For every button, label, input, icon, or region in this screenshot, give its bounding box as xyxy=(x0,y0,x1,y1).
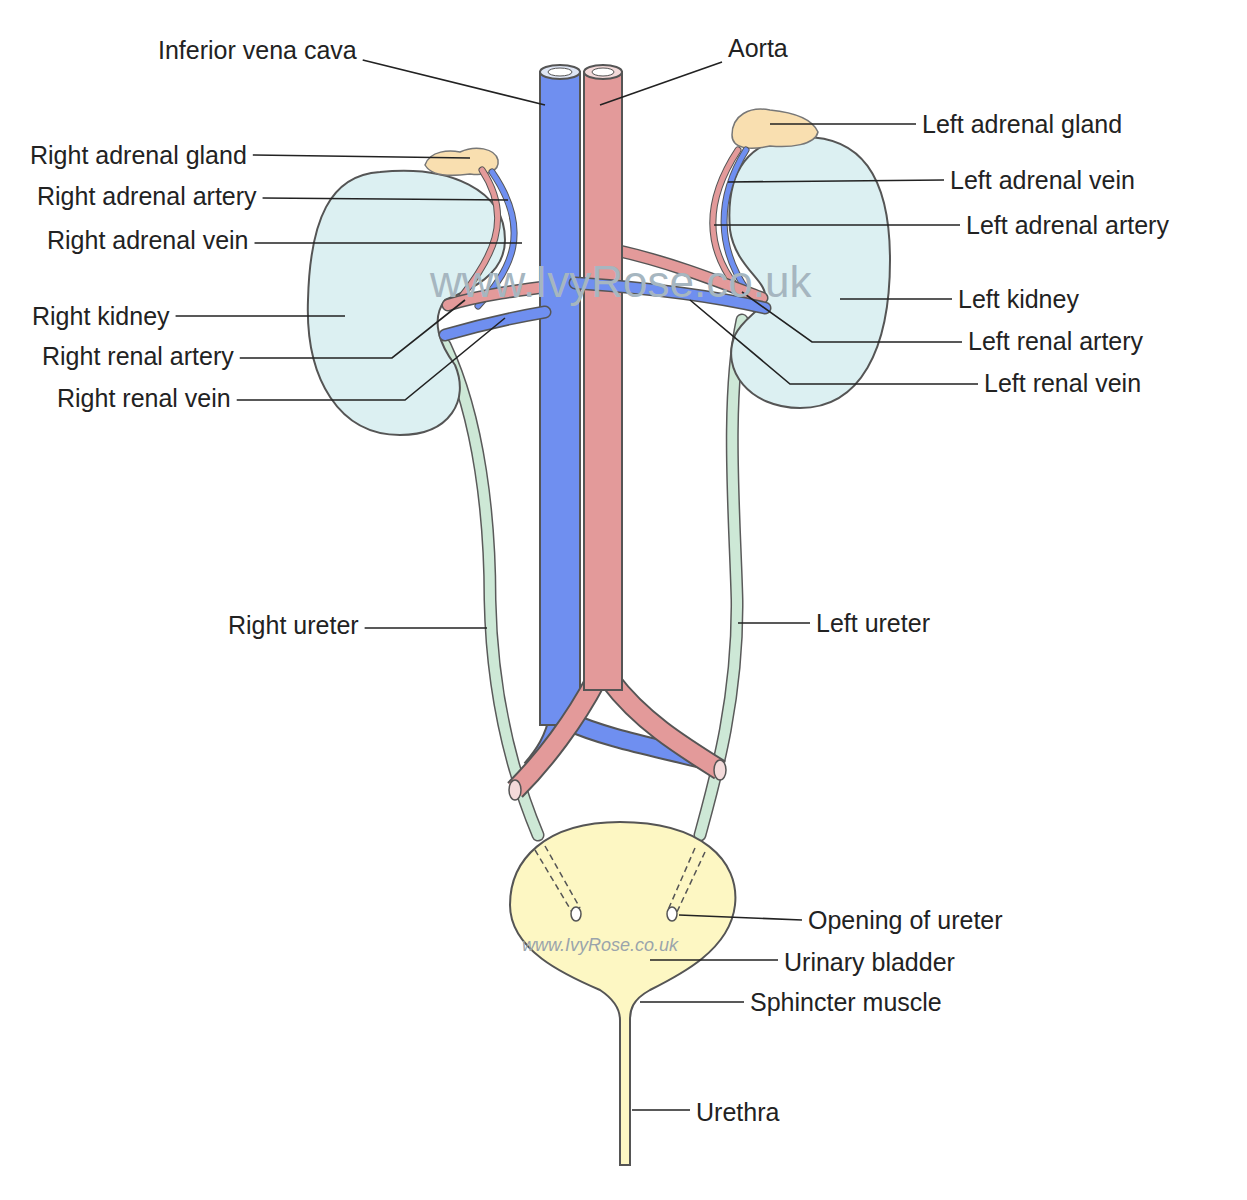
aorta xyxy=(584,72,622,690)
structure-label: Right ureter xyxy=(228,611,359,640)
ureter-opening xyxy=(571,907,581,921)
structure-label: Right renal artery xyxy=(42,342,234,371)
structure-label: Inferior vena cava xyxy=(158,36,357,65)
structure-label: Left adrenal gland xyxy=(922,110,1122,139)
ureter-in-wall xyxy=(535,846,705,914)
structure-label: Left adrenal artery xyxy=(966,211,1169,240)
watermark: www.IvyRose.co.uk xyxy=(522,935,678,956)
structure-label: Left renal artery xyxy=(968,327,1143,356)
artery-branches xyxy=(515,680,720,790)
structure-label: Aorta xyxy=(728,34,788,63)
structure-label: Opening of ureter xyxy=(808,906,1003,935)
structure-label: Right adrenal vein xyxy=(47,226,249,255)
right-adrenal-gland xyxy=(425,148,498,175)
structure-label: Right renal vein xyxy=(57,384,231,413)
structure-label: Right kidney xyxy=(32,302,170,331)
structure-label: Urethra xyxy=(696,1098,779,1127)
structure-label: Left renal vein xyxy=(984,369,1141,398)
structure-label: Left adrenal vein xyxy=(950,166,1135,195)
structure-label: Right adrenal artery xyxy=(37,182,257,211)
structure-label: Left kidney xyxy=(958,285,1079,314)
ureter-opening xyxy=(667,907,677,921)
structure-label: Sphincter muscle xyxy=(750,988,942,1017)
leader-lines xyxy=(176,60,978,1110)
left-adrenal-gland xyxy=(732,109,818,148)
structure-label: Right adrenal gland xyxy=(30,141,247,170)
inferior-vena-cava xyxy=(540,72,580,725)
structure-label: Left ureter xyxy=(816,609,930,638)
watermark: www.IvyRose.co.uk xyxy=(430,257,811,308)
structure-label: Urinary bladder xyxy=(784,948,955,977)
